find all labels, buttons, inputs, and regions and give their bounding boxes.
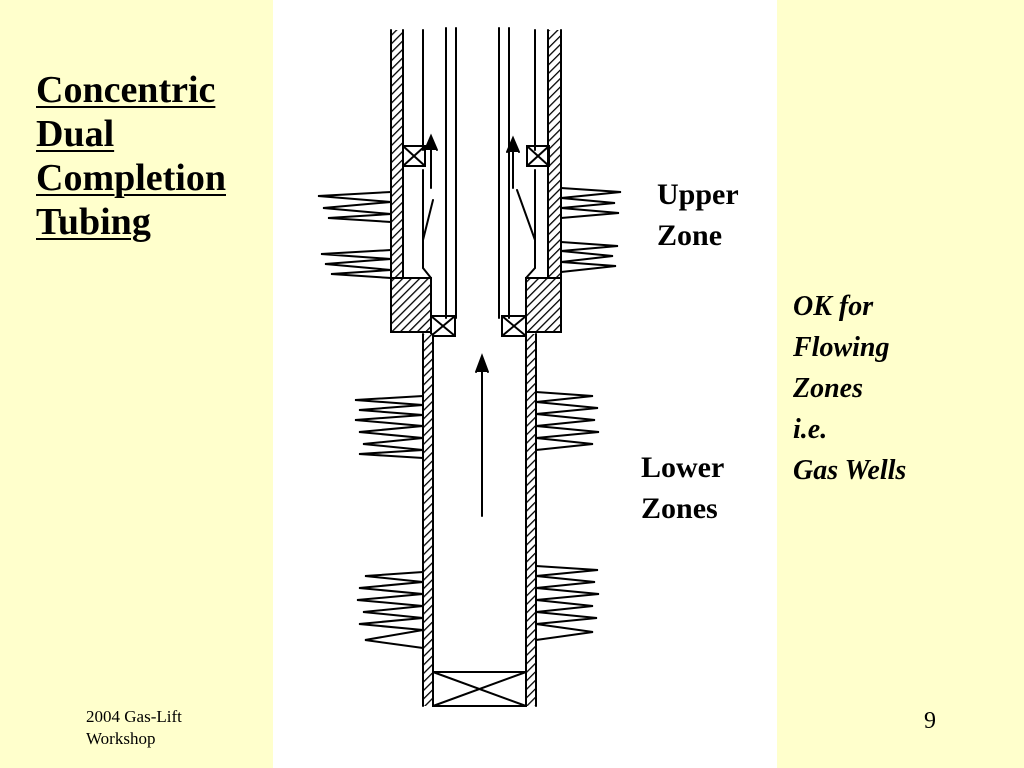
bottom-plug xyxy=(432,671,527,707)
footer-text: 2004 Gas-Lift Workshop xyxy=(86,706,182,750)
lower-casing-wall-left xyxy=(423,334,433,706)
footer-line-1: 2004 Gas-Lift xyxy=(86,707,182,726)
note-line-5: Gas Wells xyxy=(793,455,907,486)
title-line-4: Tubing xyxy=(36,201,151,243)
title-line-1: Concentric xyxy=(36,69,216,111)
slide-title: Concentric Dual Completion Tubing xyxy=(36,68,276,244)
upper-casing-wall-left xyxy=(391,30,403,330)
lower-zone-flow-arrow xyxy=(475,353,489,517)
lower-zones-label-line-2: Zones xyxy=(641,492,718,525)
lower-zone-perforations-upper-right xyxy=(535,391,600,451)
lower-zones-label-line-1: Lower xyxy=(641,451,725,484)
title-line-3: Completion xyxy=(36,157,226,199)
well-diagram-panel xyxy=(273,0,777,768)
lower-packer-left xyxy=(430,315,456,337)
upper-zone-label-line-1: Upper xyxy=(657,178,739,211)
upper-zone-label: Upper Zone xyxy=(657,174,739,256)
upper-casing-wall-right xyxy=(548,30,561,330)
casing-shoulder-left xyxy=(390,277,432,333)
note-line-1: OK for xyxy=(793,291,874,322)
upper-zone-flow-arrow-right xyxy=(506,135,536,241)
title-line-2: Dual xyxy=(36,113,115,155)
upper-zone-flow-arrow-left xyxy=(422,133,438,241)
lower-zone-perforations-upper-left xyxy=(354,395,424,459)
application-note: OK for Flowing Zones i.e. Gas Wells xyxy=(793,286,906,491)
lower-zone-perforations-lower-left xyxy=(356,571,424,649)
upper-packer-right xyxy=(526,145,550,167)
lower-zone-perforations-lower-right xyxy=(535,565,600,641)
lower-packer-right xyxy=(501,315,527,337)
note-line-3: Zones xyxy=(793,373,863,404)
casing-shoulder-right xyxy=(525,277,562,333)
upper-zone-perforations-right xyxy=(560,187,622,273)
page-number: 9 xyxy=(924,708,936,734)
upper-zone-perforations-left xyxy=(317,191,392,279)
upper-zone-label-line-2: Zone xyxy=(657,219,723,252)
note-line-2: Flowing xyxy=(793,332,890,363)
note-line-4: i.e. xyxy=(793,414,828,445)
lower-zones-label: Lower Zones xyxy=(641,447,724,529)
upper-packer-left xyxy=(402,145,426,167)
footer-line-2: Workshop xyxy=(86,729,156,748)
well-completion-diagram xyxy=(317,27,622,707)
lower-casing-wall-right xyxy=(526,334,536,706)
